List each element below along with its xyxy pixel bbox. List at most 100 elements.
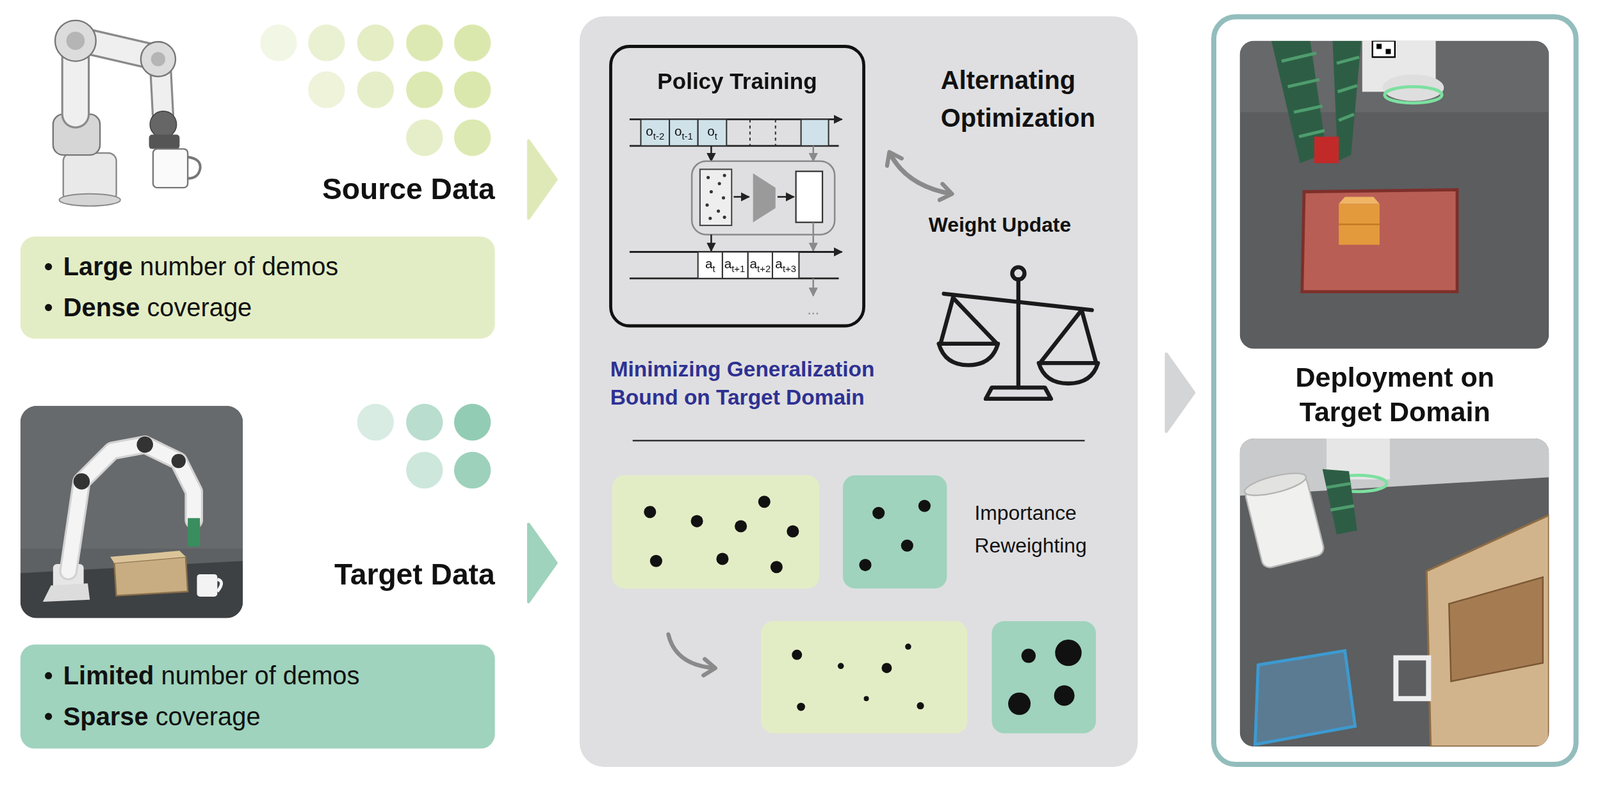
balance-scale-icon-part (940, 297, 954, 343)
deployment-photo-drawer-part (1329, 475, 1387, 492)
importance-reweighting-sketch-part (786, 525, 799, 538)
importance-reweighting-sketch-part (837, 663, 845, 670)
symbol-subscript: t-1 (681, 131, 693, 142)
source-density-dots (260, 24, 491, 157)
target-robot-photo-part (20, 406, 243, 549)
target-robot-photo-part (42, 583, 90, 603)
importance-reweighting-sketch-part (992, 621, 1096, 734)
source-summary-box: Large number of demosDense coverage (20, 236, 496, 339)
step-label: Weight Update (928, 212, 1071, 237)
bullet-dot (44, 304, 52, 312)
policy-pipeline-part (629, 118, 842, 121)
source-density-dots-part (260, 24, 297, 61)
target-robot-photo-part (187, 518, 200, 547)
policy-pipeline-part (705, 203, 709, 207)
source-density-dots-part (308, 71, 345, 109)
deployment-photo-drawer-part-part (1243, 475, 1326, 571)
plain-words: number of demos (153, 661, 360, 690)
policy-pipeline-part (698, 251, 723, 278)
deployment-photo-cube-part (1281, 53, 1317, 62)
ur-robot-drawing-part (151, 51, 166, 66)
ur-robot-drawing-part (140, 41, 176, 77)
importance-reweighting-sketch-part (1021, 648, 1036, 663)
deployment-photo-cube-part (1302, 189, 1458, 292)
importance-reweighting-sketch-part (691, 515, 704, 528)
symbol-subscript: t (712, 263, 715, 275)
policy-pipeline-part (629, 251, 842, 254)
bold-word: Sparse (63, 702, 149, 731)
policy-pipeline-part (706, 176, 710, 180)
action-symbol: at+3 (770, 256, 802, 273)
divider-line (632, 440, 1086, 442)
importance-reweighting-sketch-part (1008, 693, 1031, 716)
deployment-photo-cube-part (1293, 106, 1323, 113)
objective-note: Minimizing Generalization Bound on Targe… (610, 354, 927, 412)
target-density-dots-part (406, 404, 443, 441)
deployment-photo-cube-part (1338, 204, 1380, 246)
ur-robot-drawing-part (160, 61, 164, 121)
symbol-letter: o (645, 123, 654, 139)
importance-reweighting-sketch-part (901, 539, 914, 553)
balance-scale-icon-part (938, 343, 998, 366)
target-density-dots-part (357, 404, 394, 441)
policy-pipeline-part (723, 215, 727, 220)
section-heading: Source Data (270, 171, 495, 207)
bold-word: Dense (63, 292, 141, 322)
source-density-dots-part (454, 24, 491, 61)
policy-pipeline-part (723, 173, 727, 177)
flow-chevron (1166, 354, 1194, 432)
deployment-photo-drawer-part (1326, 483, 1351, 488)
section-heading: Target Data (270, 557, 495, 592)
ur-robot-drawing-part (55, 20, 97, 62)
balance-scale-icon-part (1040, 310, 1082, 362)
deployment-photo-cube (1240, 40, 1550, 350)
balance-scale-icon-part (1038, 363, 1098, 384)
deployment-photo-drawer-part-part (1242, 468, 1308, 501)
symbol-subscript: t+3 (782, 263, 797, 275)
importance-reweighting-sketch-part (872, 507, 885, 520)
target-robot-photo (20, 406, 243, 619)
box-title: Policy Training (612, 68, 863, 95)
deployment-photo-cube-part (1338, 114, 1355, 121)
source-density-dots-part (454, 71, 491, 109)
symbol-subscript: t-2 (653, 131, 665, 142)
target-density-dots (357, 404, 492, 489)
action-symbol: at (694, 256, 726, 273)
source-density-dots-part (454, 119, 491, 156)
importance-reweighting-sketch-part (905, 643, 912, 651)
policy-pipeline-part (772, 251, 799, 278)
flow-chevron (528, 140, 556, 219)
deployment-photo-cube-part (1376, 44, 1382, 50)
target-density-dots-part (454, 452, 491, 489)
ur-robot-drawing-part (149, 111, 177, 138)
policy-pipeline-part (801, 119, 829, 146)
ur-robot-drawing-part (66, 31, 86, 50)
policy-pipeline-part (716, 209, 720, 213)
alternating-arrow (889, 153, 952, 195)
deployment-photo-cube-part (1338, 196, 1380, 204)
deployment-photo-drawer-part (1240, 438, 1550, 747)
policy-pipeline-part (718, 181, 722, 186)
plain-words: number of demos (132, 251, 339, 281)
importance-reweighting-sketch-part (760, 621, 968, 734)
policy-pipeline-part (812, 222, 815, 252)
ur-robot-drawing-part (187, 156, 201, 179)
symbol-subscript: t+1 (731, 263, 745, 275)
policy-training-box: Policy Training (609, 44, 866, 328)
deployment-photo-cube-part (1384, 86, 1442, 103)
policy-pipeline-part (721, 196, 726, 200)
symbol-subscript: t+2 (757, 263, 771, 275)
target-robot-photo-part (110, 550, 186, 564)
symbol-letter: o (707, 123, 715, 139)
bullet-text: Dense coverage (63, 292, 252, 323)
deployment-photo-cube-part (1362, 40, 1437, 93)
policy-pipeline-part (812, 146, 815, 162)
target-summary-box: Limited number of demosSparse coverage (20, 644, 496, 749)
flow-chevron (528, 524, 556, 603)
balance-scale-icon-part (1012, 267, 1025, 280)
symbol-subscript: t (714, 131, 718, 142)
bullet-text: Limited number of demos (63, 660, 360, 692)
bullet-dot (44, 713, 52, 721)
plain-words: coverage (139, 292, 252, 322)
ur-robot-drawing-part (58, 194, 121, 207)
